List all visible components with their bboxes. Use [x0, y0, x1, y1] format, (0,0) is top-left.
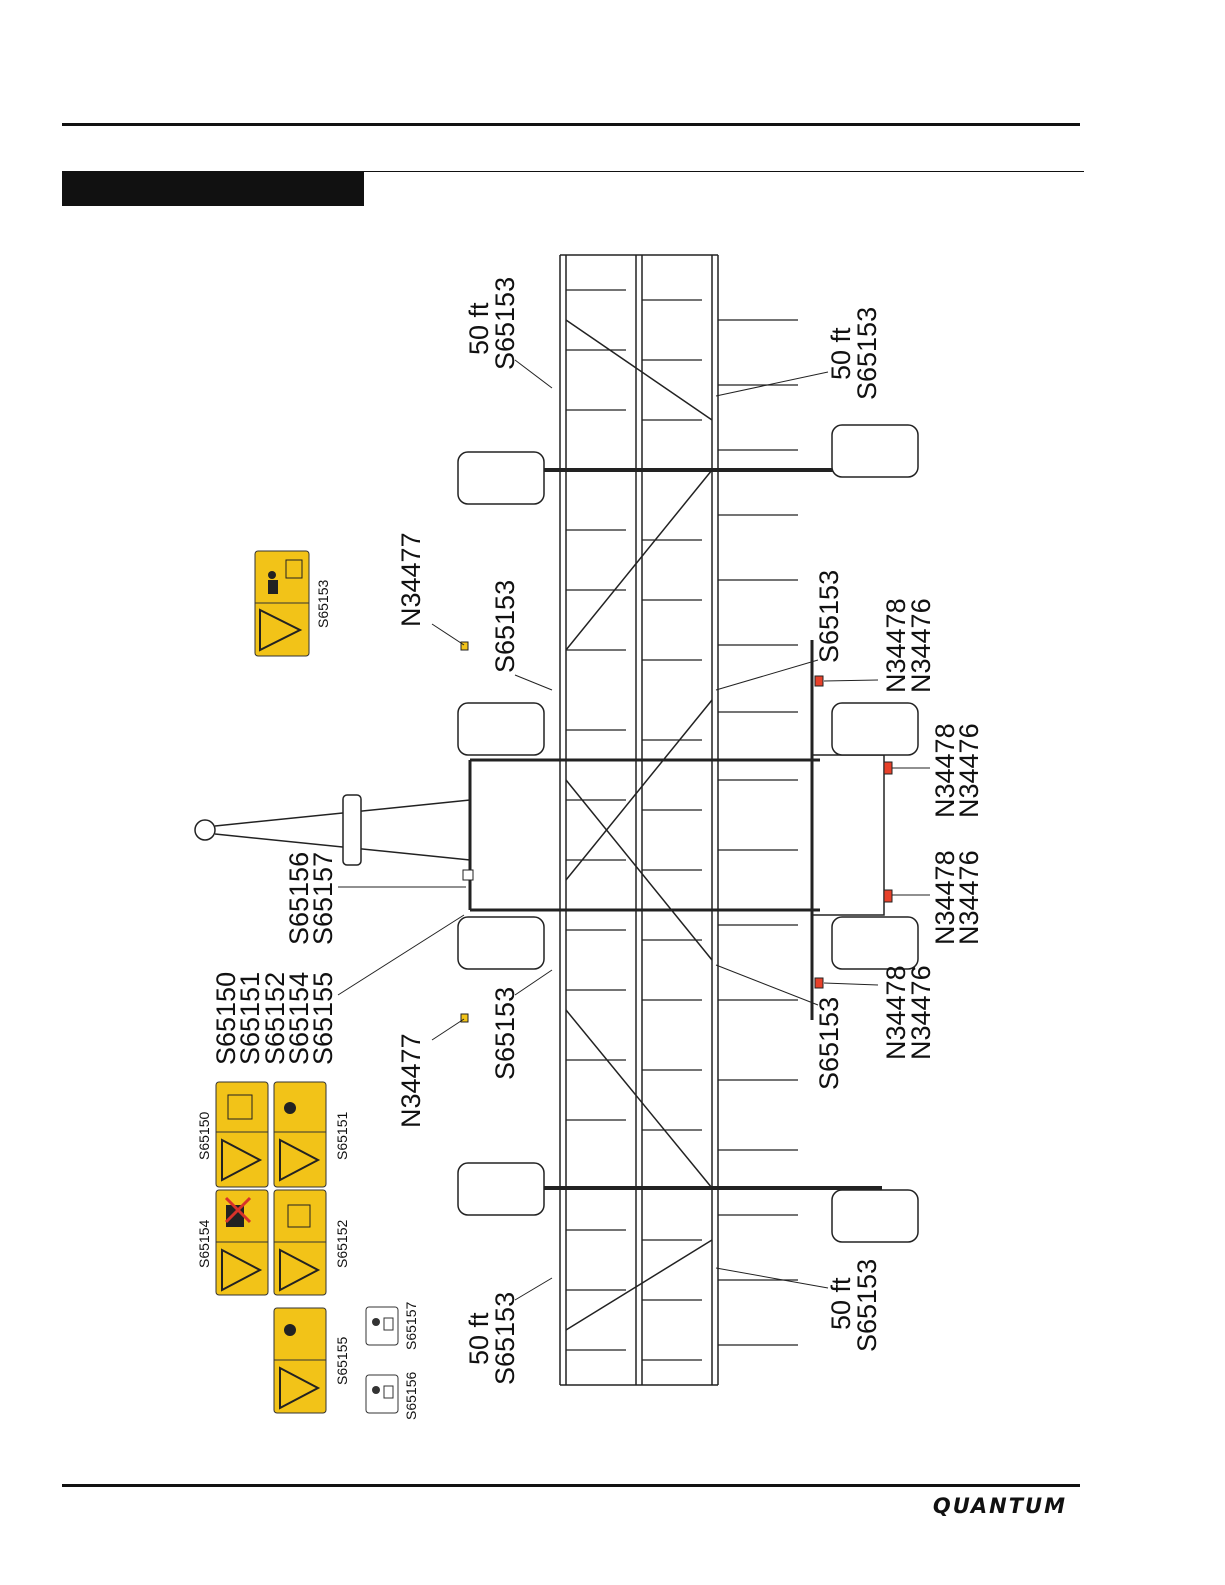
callout-right-top-code: S65153: [852, 307, 882, 400]
decal-s65155-image: [274, 1308, 326, 1413]
decal-s65153-image: [255, 551, 309, 656]
decal-label-s65152: S65152: [334, 1220, 350, 1268]
callout-hitch-b: S65157: [308, 852, 338, 945]
decal-grid-image: [216, 1082, 326, 1295]
callout-right-bot-code: S65153: [852, 1259, 882, 1352]
callout-mid-n-bot: N34477: [396, 1033, 426, 1128]
callout-mid-s-bot: S65153: [490, 987, 520, 1080]
callout-right-n-bot-b: N34476: [906, 965, 936, 1060]
callout-mid-n-top: N34477: [396, 532, 426, 627]
decal-label-s65153: S65153: [315, 580, 331, 628]
callout-mid-s-top: S65153: [490, 580, 520, 673]
callout-right-s-top: S65153: [814, 570, 844, 663]
callout-right-n-mid-b: N34476: [954, 723, 984, 818]
callout-leader-lines: [338, 360, 930, 1300]
decal-label-s65151: S65151: [334, 1112, 350, 1160]
callout-left-top-code: S65153: [490, 277, 520, 370]
callout-right-n-top-b: N34476: [906, 598, 936, 693]
decal-label-s65157: S65157: [403, 1302, 419, 1350]
decal-label-s65155: S65155: [334, 1337, 350, 1385]
decal-label-s65156: S65156: [403, 1372, 419, 1420]
decal-small-images: [366, 1307, 398, 1413]
wheel-drawings: [343, 425, 918, 1242]
decal-label-s65150: S65150: [196, 1112, 212, 1160]
callout-right-n-mid2-b: N34476: [954, 850, 984, 945]
callout-right-s-bot: S65153: [814, 997, 844, 1090]
callout-stack-5: S65155: [308, 972, 338, 1065]
decal-label-s65154: S65154: [196, 1220, 212, 1268]
callout-left-bot-code: S65153: [490, 1292, 520, 1385]
